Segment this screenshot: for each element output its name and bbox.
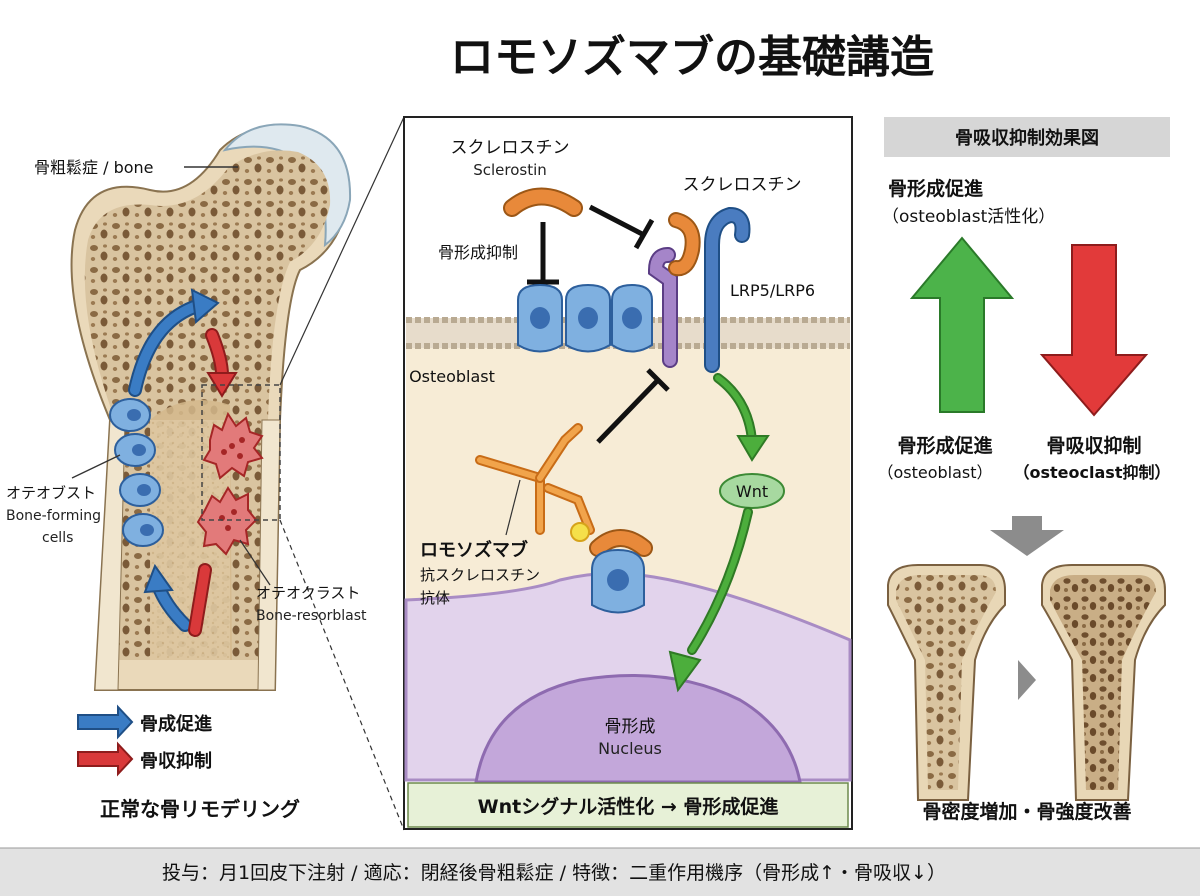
inhibition-arrow-to-receptor	[588, 204, 655, 250]
footer-bar	[0, 848, 1200, 896]
gray-down-arrow	[990, 516, 1064, 556]
osteoblast-label-jp: オテオブスト	[6, 484, 96, 502]
lrp-receptor	[647, 206, 751, 373]
zoom-line-bottom	[279, 519, 405, 831]
bone-before	[887, 564, 1006, 801]
romosozumab-antibody	[475, 423, 595, 542]
antibody-label2: 抗スクレロスチン	[420, 566, 540, 584]
wnt-signal-arrow-2	[668, 507, 753, 693]
bone-after	[1041, 564, 1166, 801]
wnt-label: Wnt	[736, 482, 768, 501]
sclerostin-jp: スクレロスチン	[451, 138, 570, 158]
wnt-signal-arrow-1	[713, 373, 770, 462]
receptor-label: LRP5/LRP6	[730, 281, 815, 300]
nucleus	[474, 674, 802, 784]
osteoclast-cells	[196, 411, 264, 556]
red-remodeling-arrow-bottom	[188, 563, 212, 637]
osteoclast-label-en: Bone-resorblast	[256, 608, 367, 624]
nucleus-jp: 骨形成	[605, 717, 656, 737]
inhibition-label: 骨形成抑制	[438, 243, 518, 262]
osteoblast-label-en1: Bone-forming	[6, 508, 101, 524]
blue-remodeling-arrow-top	[128, 288, 220, 397]
legend-blue-label: 骨成促進	[140, 713, 212, 735]
osteoblast-cluster	[517, 283, 653, 353]
promote-label1: 骨形成促進	[897, 434, 992, 457]
down-arrow-red	[1039, 244, 1149, 417]
blue-remodeling-arrow-bottom	[143, 563, 192, 632]
footer-text: 投与：月1回皮下注射 / 適応：閉経後骨粗鬆症 / 特徴：二重作用機序（骨形成↑…	[162, 862, 946, 884]
nucleus-en: Nucleus	[598, 739, 662, 758]
center-footer-box	[407, 782, 849, 828]
legend-blue: 骨成促進	[77, 704, 212, 740]
osteoclast-label-jp: オテオクラスト	[256, 584, 360, 602]
page-title: ロモソズマブの基礎講造	[450, 32, 934, 83]
inhibition-arrow-to-osteoblast	[527, 222, 559, 285]
wnt-ellipse	[719, 473, 785, 509]
left-caption: 正常な骨リモデリング	[100, 797, 300, 821]
antibody-label1: ロモソズマブ	[420, 539, 528, 561]
right-caption: 骨密度増加・骨強度改善	[922, 800, 1131, 823]
antibody-inhibition-line	[596, 368, 670, 444]
red-remodeling-arrow-top	[205, 328, 238, 398]
inhibit-label1: 骨吸収抑制	[1046, 434, 1141, 457]
osteoblast-label-en2: cells	[42, 530, 73, 546]
bone-illustration	[70, 123, 352, 691]
right-header-box	[884, 117, 1170, 157]
antibody-label3: 抗体	[420, 589, 450, 607]
bound-cell	[591, 548, 645, 614]
sclerostin-receptor-label: スクレロスチン	[683, 175, 802, 195]
center-footer-text: Wntシグナル活性化 → 骨形成促進	[478, 795, 779, 818]
promote-title2: （osteoblast活性化）	[882, 207, 1055, 227]
right-header: 骨吸収抑制効果図	[955, 127, 1099, 149]
osteoblast-cells	[109, 398, 164, 547]
zoom-box	[201, 384, 281, 521]
osteoblast-label-center: Osteoblast	[409, 367, 495, 386]
gray-right-arrow	[1018, 660, 1036, 700]
bone-label: 骨粗鬆症 / bone	[34, 158, 154, 177]
legend-red-label: 骨収抑制	[140, 751, 212, 772]
up-arrow-green	[909, 236, 1015, 413]
legend-red: 骨収抑制	[77, 741, 212, 777]
zoom-line-top	[279, 116, 405, 386]
promote-label2: （osteoblast）	[877, 463, 992, 482]
sclerostin-en: Sclerostin	[473, 161, 547, 179]
promote-title1: 骨形成促進	[888, 177, 983, 200]
inhibit-label2: （osteoclast抑制）	[1014, 463, 1171, 482]
